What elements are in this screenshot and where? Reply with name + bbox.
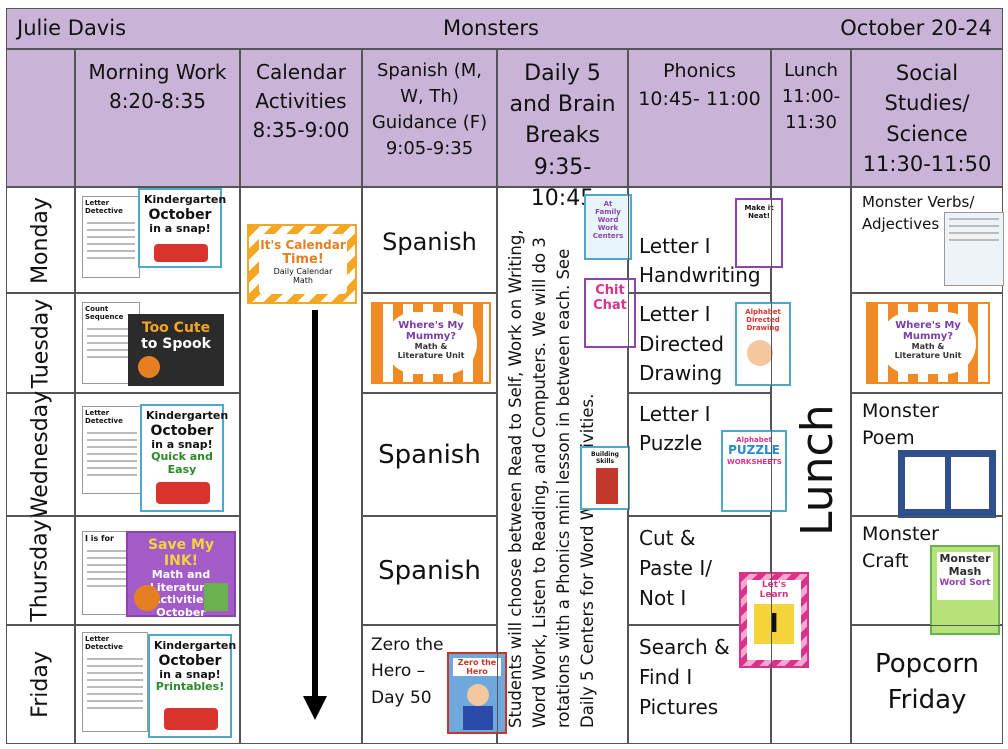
spanish-wednesday: Spanish — [362, 393, 497, 516]
day-friday: Friday — [6, 625, 75, 744]
monster-verbs-photo — [944, 212, 1004, 286]
title-bar: Julie Davis Monsters October 20-24 — [6, 8, 1003, 49]
worksheet-thumbnail: Letter Detective — [82, 632, 148, 732]
day-wednesday: Wednesday — [6, 391, 75, 518]
day-tuesday: Tuesday — [6, 293, 75, 393]
corner-cell — [6, 49, 75, 187]
spanish-monday: Spanish — [362, 187, 497, 293]
lunch-cell: Lunch — [771, 187, 851, 744]
continue-arrow-head — [303, 696, 327, 720]
building-skills-thumbnail[interactable]: Building Skills — [580, 446, 630, 510]
theme-title: Monsters — [443, 16, 539, 40]
save-my-ink-thumbnail[interactable]: Save My INK!Math and Literature Activiti… — [126, 531, 236, 619]
calendar-activities-cell: It's Calendar Time! Daily Calendar Math — [240, 187, 362, 744]
social-monday: Monster Verbs/Adjectives — [851, 187, 1004, 293]
day-monday: Monday — [6, 187, 75, 293]
spanish-thursday: Spanish — [362, 516, 497, 625]
date-range: October 20-24 — [840, 16, 992, 40]
monster-poem-photo — [898, 450, 996, 518]
teacher-name: Julie Davis — [17, 16, 127, 40]
phonics-thursday: Cut &Paste I/Not I — [628, 516, 771, 625]
morning-work-thursday: I is for Save My INK!Math and Literature… — [75, 516, 240, 625]
daily5-cell: Students will choose between Read to Sel… — [497, 187, 636, 744]
col-header-spanish: Spanish (M,W, Th)Guidance (F)9:05-9:35 — [362, 49, 497, 187]
continue-arrow-line — [312, 310, 318, 700]
worksheet-thumbnail: Letter Detective — [82, 196, 140, 278]
calendar-time-thumbnail[interactable]: It's Calendar Time! Daily Calendar Math — [247, 224, 357, 304]
lunch-label: Lunch — [792, 404, 843, 536]
worksheet-thumbnail: Letter Detective — [82, 406, 142, 494]
day-thursday: Thursday — [6, 516, 75, 625]
lets-learn-i-thumbnail[interactable]: Let's Learn I — [739, 572, 809, 668]
